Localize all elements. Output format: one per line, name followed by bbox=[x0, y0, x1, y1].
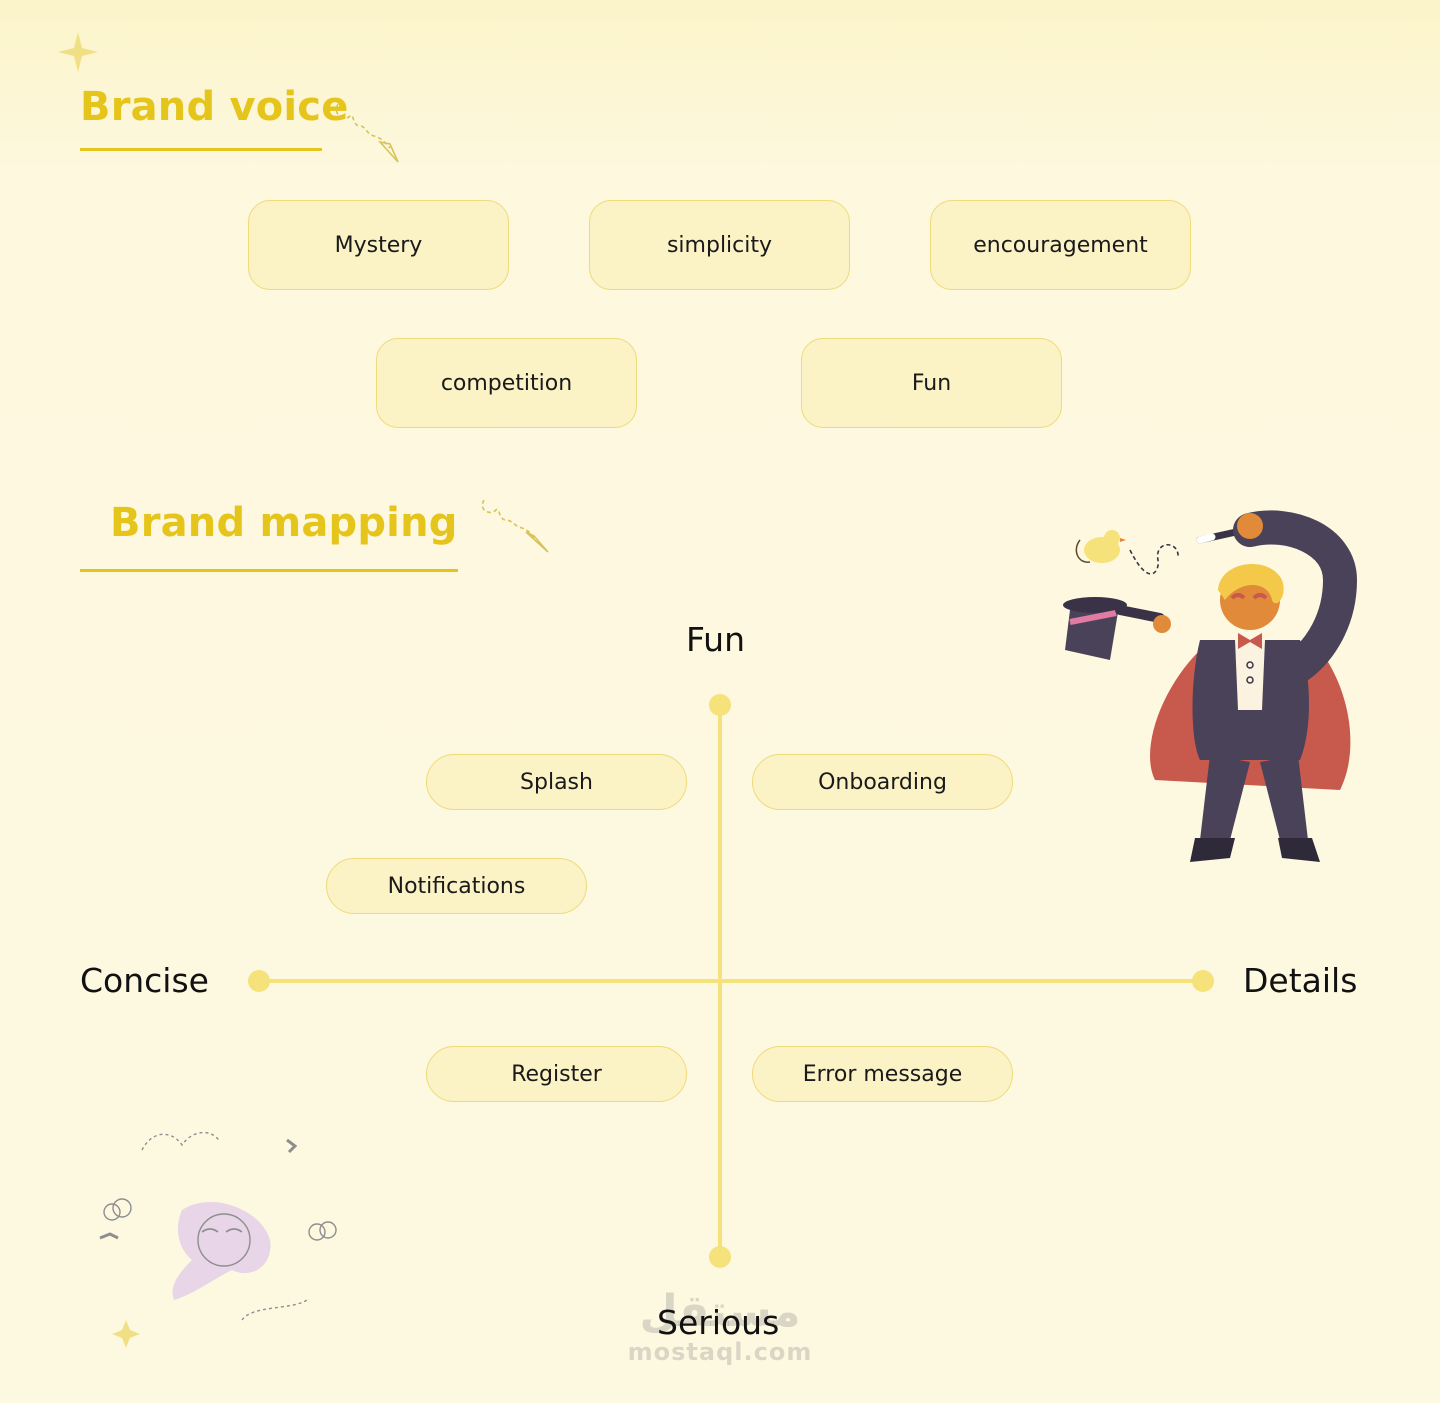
brand-voice-title: Brand voice bbox=[80, 84, 349, 130]
sparkle-icon bbox=[58, 32, 98, 72]
bird-icon bbox=[1075, 530, 1126, 563]
top-hat-icon bbox=[1063, 597, 1127, 660]
paper-plane-doodle-icon bbox=[481, 499, 549, 553]
brand-mapping-underline bbox=[80, 569, 458, 572]
map-item-register: Register bbox=[426, 1046, 687, 1102]
map-item-splash: Splash bbox=[426, 754, 687, 810]
voice-tag-encouragement: encouragement bbox=[930, 200, 1191, 290]
map-item-onboarding: Onboarding bbox=[752, 754, 1013, 810]
axis-end-dot-right bbox=[1192, 970, 1214, 992]
mostaql-watermark: مستقل mostaql.com bbox=[600, 1286, 840, 1367]
voice-tag-fun: Fun bbox=[801, 338, 1062, 428]
watermark-logo: مستقل bbox=[639, 1286, 801, 1337]
voice-tag-mystery: Mystery bbox=[248, 200, 509, 290]
cloud-icon bbox=[103, 1198, 132, 1221]
map-item-notifications: Notifications bbox=[326, 858, 587, 914]
brand-voice-underline bbox=[80, 148, 322, 151]
axis-label-left: Concise bbox=[80, 961, 209, 1000]
watermark-url: mostaql.com bbox=[627, 1338, 813, 1366]
paper-plane-doodle-icon bbox=[335, 103, 399, 163]
axis-end-dot-left bbox=[248, 970, 270, 992]
sleeping-bunny-illustration bbox=[99, 1131, 337, 1348]
magician-illustration bbox=[1063, 510, 1358, 862]
axis-label-top: Fun bbox=[686, 620, 746, 659]
axis-label-right: Details bbox=[1243, 961, 1358, 1000]
voice-tag-simplicity: simplicity bbox=[589, 200, 850, 290]
voice-tag-competition: competition bbox=[376, 338, 637, 428]
axis-end-dot-top bbox=[709, 694, 731, 716]
cloud-icon bbox=[308, 1221, 337, 1241]
map-item-error-message: Error message bbox=[752, 1046, 1013, 1102]
axis-end-dot-bottom bbox=[709, 1246, 731, 1268]
brand-mapping-title: Brand mapping bbox=[110, 500, 458, 546]
axis-label-bottom: Serious bbox=[657, 1303, 780, 1342]
